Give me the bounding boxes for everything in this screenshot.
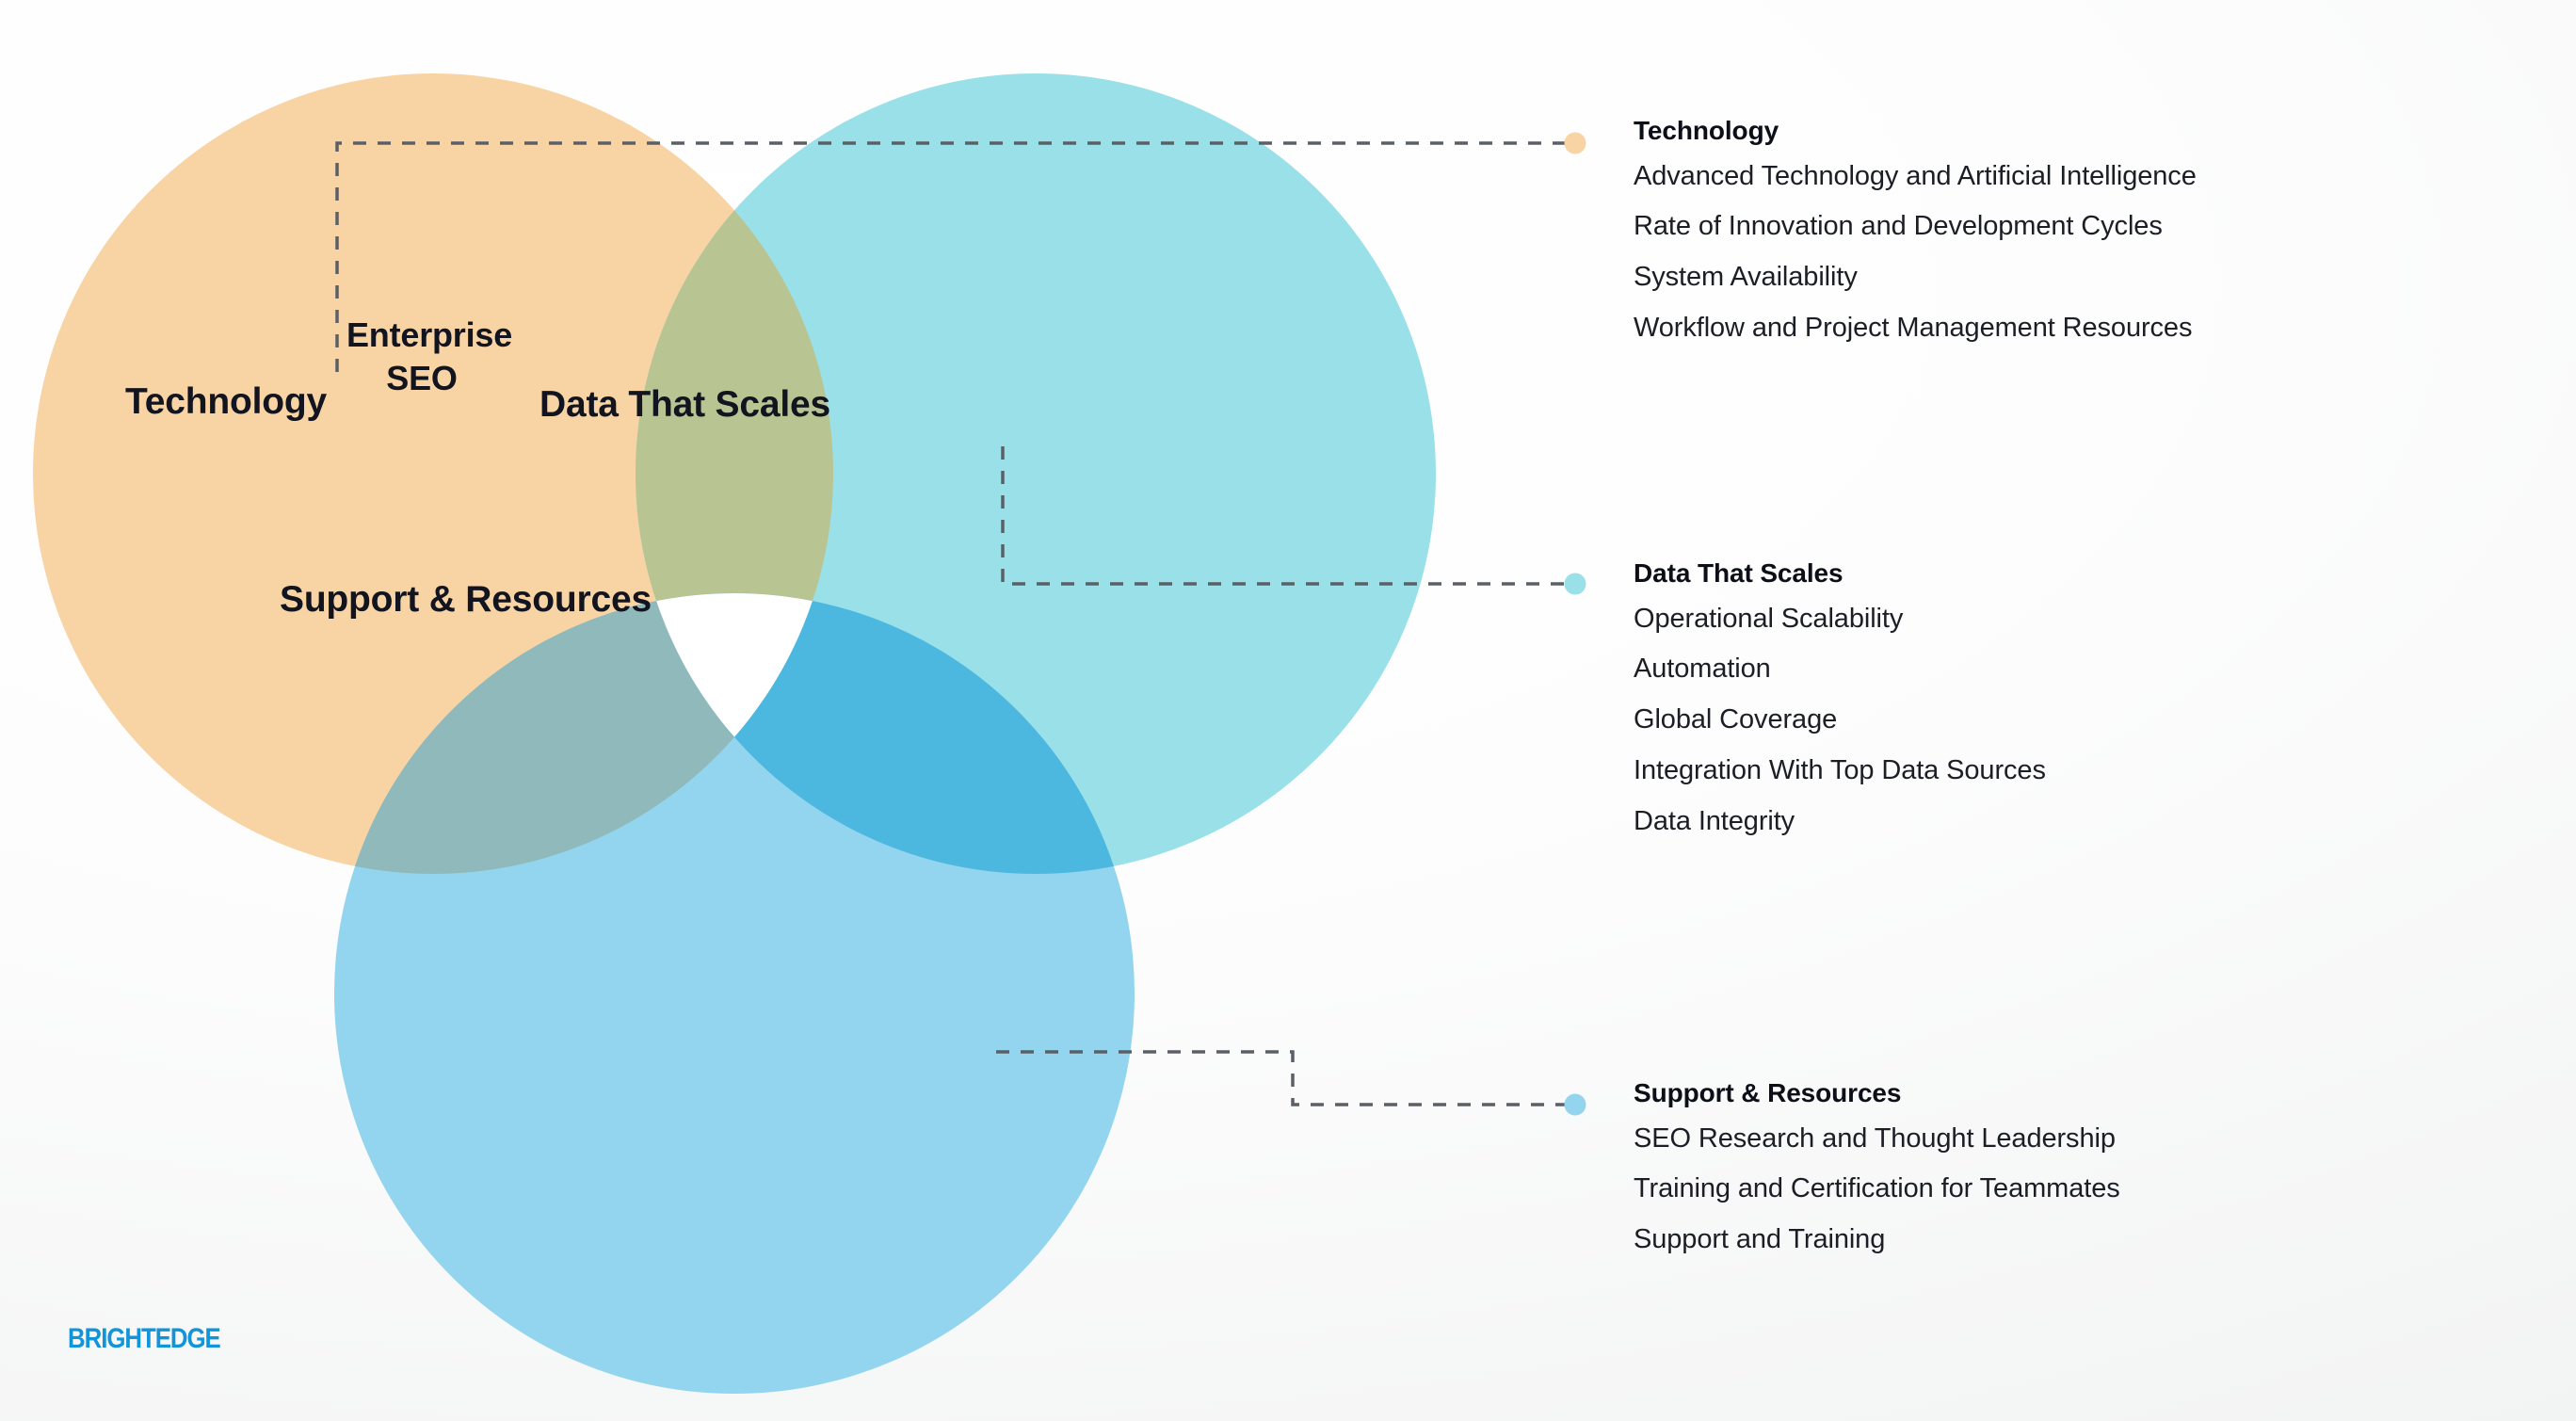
venn-center-label: Enterprise SEO (346, 314, 512, 400)
legend-group-support-resources: Support & Resources SEO Research and Tho… (1634, 1077, 2575, 1256)
venn-label-support-resources: Support & Resources (280, 579, 652, 620)
legend-panel: Technology Advanced Technology and Artif… (1634, 0, 2575, 1421)
legend-group-data-that-scales: Data That Scales Operational Scalability… (1634, 557, 2575, 838)
legend-item: Data Integrity (1634, 805, 1795, 836)
legend-dot-support-resources (1564, 1093, 1586, 1116)
venn-diagram: Technology Data That Scales Support & Re… (33, 73, 1586, 1394)
connector-support-resources (996, 1050, 1565, 1106)
legend-item: Training and Certification for Teammates (1634, 1173, 2120, 1204)
legend-item: Advanced Technology and Artificial Intel… (1634, 160, 2197, 191)
legend-item: Operational Scalability (1634, 603, 1904, 634)
venn-center-label-line1: Enterprise (346, 315, 513, 354)
legend-dot-technology (1564, 132, 1586, 154)
legend-item: Global Coverage (1634, 704, 1838, 735)
legend-item: Automation (1634, 654, 1771, 685)
legend-item: System Availability (1634, 262, 1858, 293)
legend-item: Rate of Innovation and Development Cycle… (1634, 211, 2163, 242)
legend-item: Support and Training (1634, 1224, 1886, 1255)
venn-label-data-that-scales: Data That Scales (539, 384, 830, 425)
legend-title-data-that-scales: Data That Scales (1634, 558, 1843, 588)
overlap-technology-support (334, 593, 833, 874)
legend-group-technology: Technology Advanced Technology and Artif… (1634, 115, 2575, 345)
venn-diagram-svg (33, 73, 1586, 1394)
legend-item: Workflow and Project Management Resource… (1634, 312, 2193, 343)
legend-dot-data-that-scales (1564, 573, 1586, 595)
overlap-data-support (636, 593, 1135, 874)
venn-label-technology: Technology (125, 381, 327, 422)
legend-item: Integration With Top Data Sources (1634, 754, 2046, 785)
legend-item: SEO Research and Thought Leadership (1634, 1122, 2116, 1154)
brightedge-logo: BRIGHTEDGE (68, 1323, 221, 1354)
connector-technology (335, 141, 1565, 372)
legend-title-technology: Technology (1634, 116, 1779, 145)
venn-center-label-line2: SEO (386, 359, 458, 398)
legend-title-support-resources: Support & Resources (1634, 1078, 1902, 1107)
